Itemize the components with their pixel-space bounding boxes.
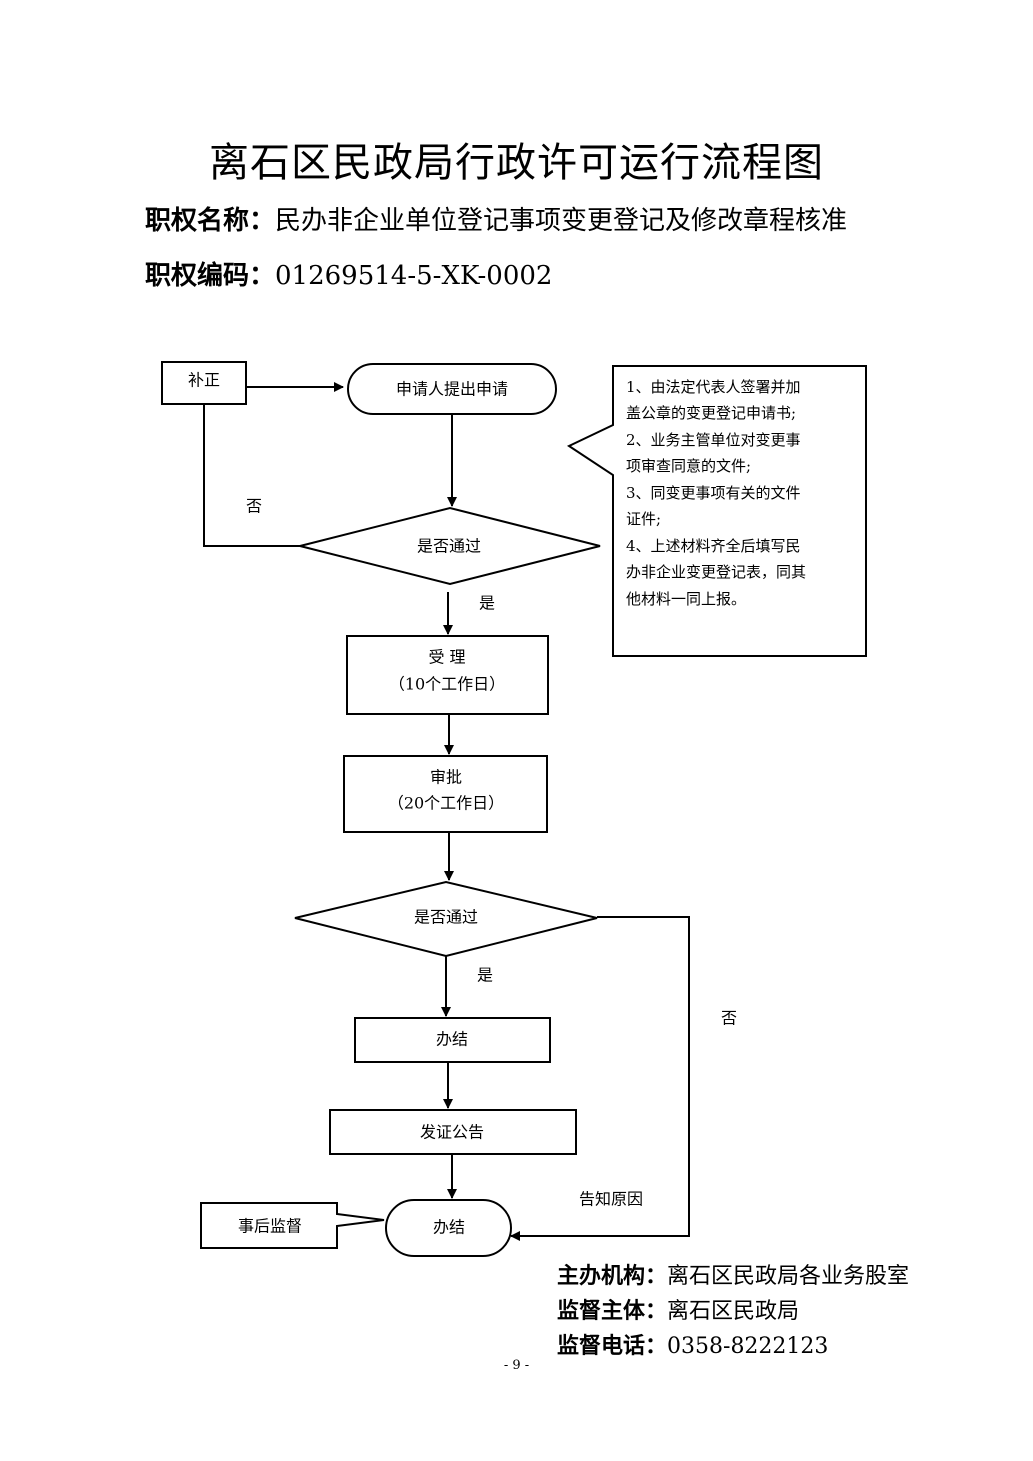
publish-label: 发证公告 (420, 1123, 484, 1142)
authority-name-line: 职权名称：民办非企业单位登记事项变更登记及修改章程核准 (145, 200, 847, 237)
page-title: 离石区民政局行政许可运行流程图 (209, 140, 824, 186)
approve-days-label: （20个工作日） (388, 794, 504, 813)
accept-days-label: （10个工作日） (389, 675, 505, 694)
footer-org-label: 主办机构： (557, 1264, 668, 1289)
line-decision-1-no (203, 404, 300, 547)
conclude-box (354, 1017, 551, 1063)
note-line: 1、由法定代表人签署并加 (626, 378, 801, 396)
footer-org-line: 主办机构：离石区民政局各业务股室 (557, 1258, 909, 1290)
approve-box (343, 755, 548, 833)
note-line: 证件; (626, 510, 661, 528)
final-node (385, 1199, 512, 1257)
note-line: 3、同变更事项有关的文件 (626, 484, 801, 502)
decision-1-no-label: 否 (246, 497, 262, 516)
footer-phone-line: 监督电话：0358-8222123 (557, 1328, 828, 1360)
supervise-label: 事后监督 (238, 1217, 302, 1236)
note-line: 办非企业变更登记表，同其 (626, 563, 806, 581)
note-line: 4、上述材料齐全后填写民 (626, 537, 801, 555)
approve-label: 审批 (430, 768, 462, 787)
note-line: 2、业务主管单位对变更事 (626, 431, 801, 449)
supervise-callout (200, 1202, 385, 1249)
accept-box (346, 635, 549, 715)
note-line: 盖公章的变更登记申请书; (626, 404, 796, 422)
authority-code-line: 职权编码：01269514-5-XK-0002 (145, 255, 552, 292)
decision-1-label: 是否通过 (417, 537, 481, 556)
note-line: 他材料一同上报。 (626, 590, 746, 608)
note-line: 项审查同意的文件; (626, 457, 751, 475)
decision-2-no-label: 否 (721, 1009, 737, 1028)
decision-2-label: 是否通过 (414, 908, 478, 927)
authority-code-value: 01269514-5-XK-0002 (275, 261, 553, 291)
final-label: 办结 (433, 1218, 465, 1237)
footer-supervisor-line: 监督主体：离石区民政局 (557, 1293, 799, 1325)
page-number: - 9 - (503, 1358, 530, 1373)
decision-1-yes-label: 是 (479, 594, 495, 613)
line-decision-2-no (510, 916, 690, 1241)
accept-label: 受 理 (428, 648, 465, 667)
footer-supervisor-label: 监督主体： (557, 1299, 668, 1324)
notify-reason-label: 告知原因 (579, 1190, 643, 1209)
authority-code-label: 职权编码： (145, 261, 276, 291)
footer-supervisor-value: 离石区民政局 (667, 1299, 800, 1324)
decision-2-yes-label: 是 (477, 966, 493, 985)
materials-note-text: 1、由法定代表人签署并加 盖公章的变更登记申请书; 2、业务主管单位对变更事 项… (626, 378, 806, 608)
authority-name-label: 职权名称： (145, 206, 276, 236)
materials-note-callout (566, 365, 867, 657)
footer-phone-value: 0358-8222123 (667, 1334, 829, 1359)
conclude-label: 办结 (436, 1030, 468, 1049)
decision-1-diamond (299, 506, 601, 586)
correction-label: 补正 (188, 371, 220, 390)
apply-label: 申请人提出申请 (396, 380, 508, 399)
footer-org-value: 离石区民政局各业务股室 (667, 1264, 910, 1289)
footer-phone-label: 监督电话： (557, 1334, 668, 1359)
authority-name-value: 民办非企业单位登记事项变更登记及修改章程核准 (275, 206, 848, 236)
